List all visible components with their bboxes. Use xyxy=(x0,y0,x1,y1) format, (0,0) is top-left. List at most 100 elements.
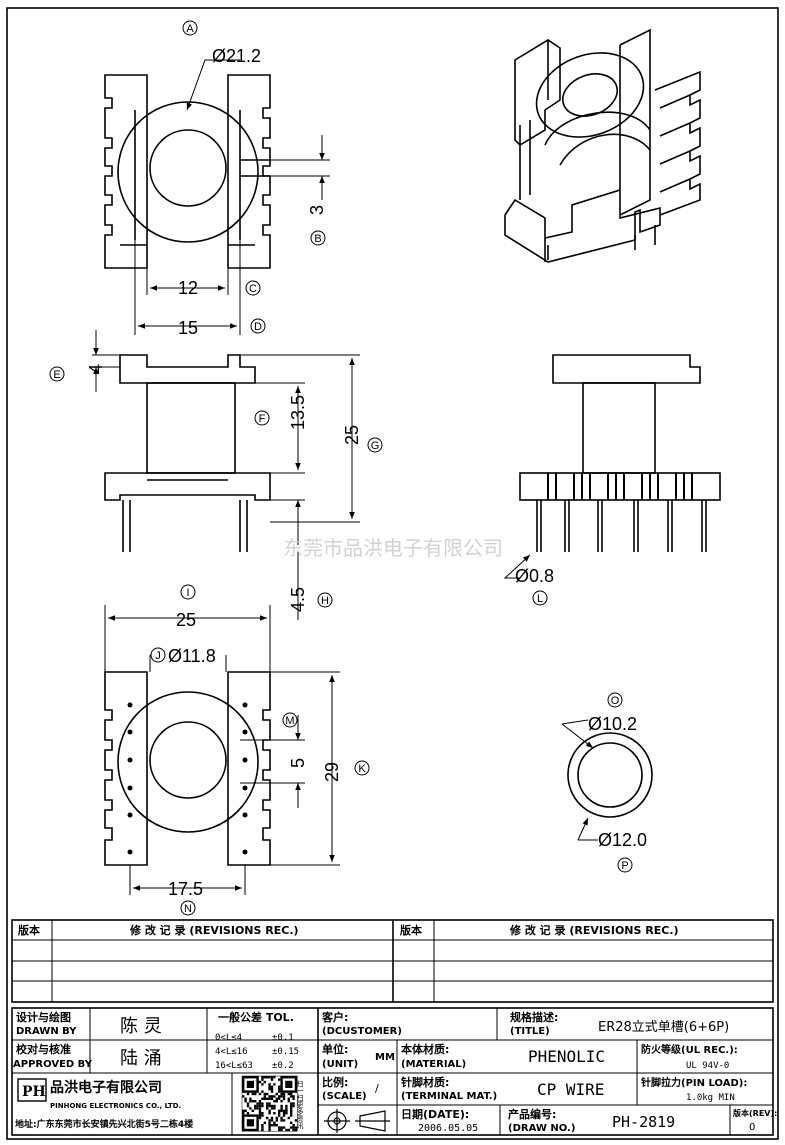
pin-dot xyxy=(242,785,248,791)
front-base xyxy=(104,472,271,501)
callout-label-n: N xyxy=(184,903,192,915)
top-core-circle xyxy=(149,129,227,207)
callout-label-o: O xyxy=(611,695,620,707)
pinload-value: 1.0kg MIN xyxy=(686,1093,735,1103)
pin-dot xyxy=(127,812,133,818)
side-bobbin-body xyxy=(582,382,656,474)
side-base xyxy=(519,472,721,501)
projection-symbol-icon xyxy=(324,1109,390,1133)
iso-front-flange xyxy=(504,188,661,263)
callout-m: M xyxy=(282,712,298,728)
qr-code xyxy=(241,1075,298,1132)
callout-k: K xyxy=(354,760,370,776)
callout-label-j: J xyxy=(155,650,161,662)
drawno-value: PH-2819 xyxy=(612,1113,675,1131)
ul-value: UL 94V-0 xyxy=(686,1061,729,1071)
title-cn: 规格描述: xyxy=(510,1010,558,1024)
scale-value: / xyxy=(375,1082,379,1095)
pin-dot xyxy=(127,729,133,735)
bottom-core-circle xyxy=(149,721,227,799)
bottom-pin-dots xyxy=(127,702,248,855)
tol-value-0: ±0.1 xyxy=(272,1033,294,1043)
pin-dot xyxy=(242,702,248,708)
ring-outer xyxy=(567,732,653,818)
callout-c: C xyxy=(245,280,261,296)
customer-cn: 客户: xyxy=(321,1010,348,1024)
rev-col-version-right: 版本 xyxy=(400,923,422,937)
dim-pin-dia: Ø0.8 xyxy=(515,566,554,586)
callout-p: P xyxy=(617,857,633,873)
callout-a: A xyxy=(182,20,198,36)
callout-o: O xyxy=(607,692,623,708)
dim-winding-h: 13.5 xyxy=(288,395,308,430)
pin-dot xyxy=(127,757,133,763)
callout-j: J xyxy=(150,647,166,663)
side-view xyxy=(503,354,721,579)
tol-title: 一般公差 TOL. xyxy=(218,1010,294,1024)
rev-col-record-left: 修 改 记 录 (REVISIONS REC.) xyxy=(129,923,299,937)
ring-inner xyxy=(577,742,643,808)
pin-dot xyxy=(127,702,133,708)
unit-cn: 单位: xyxy=(322,1042,348,1056)
pin-dot xyxy=(242,729,248,735)
ul-cn: 防火等级(UL REC.): xyxy=(641,1043,738,1056)
pinload-cn: 针脚拉力(PIN LOAD): xyxy=(641,1076,747,1089)
rev-col-record-right: 修 改 记 录 (REVISIONS REC.) xyxy=(509,923,679,937)
dim-outer-width: 15 xyxy=(178,318,198,338)
watermark: 东莞市品洪电子有限公司 xyxy=(283,536,503,560)
dim-slot: 3 xyxy=(307,205,327,215)
dim-flange-thk: 4 xyxy=(86,364,106,374)
callout-b: B xyxy=(310,230,326,246)
dim-pin-row: 17.5 xyxy=(168,879,203,899)
dim-core-dia: Ø11.8 xyxy=(168,646,216,666)
drawno-en: (DRAW NO.) xyxy=(508,1123,575,1134)
pin-dot xyxy=(127,785,133,791)
company-name: 品洪电子有限公司 xyxy=(50,1079,162,1096)
callout-h: H xyxy=(317,592,333,608)
pin-dot xyxy=(242,757,248,763)
callout-label-i: I xyxy=(186,587,189,599)
tol-range-2: 16<L≤63 xyxy=(215,1061,253,1071)
company-logo: PH xyxy=(17,1078,47,1102)
top-flange-circle xyxy=(117,101,259,243)
logo-text: PH xyxy=(22,1084,46,1100)
bottom-left-flange xyxy=(104,671,148,866)
company-address: 地址:广东东莞市长安镇先兴北街5号二栋4楼 xyxy=(15,1118,193,1130)
callout-label-h: H xyxy=(321,595,329,607)
pin-dot xyxy=(242,812,248,818)
company-name-en: PINHONG ELECTRONICS CO., LTD. xyxy=(50,1102,181,1110)
top-right-flange xyxy=(227,74,271,269)
front-top-flange xyxy=(119,354,256,384)
pin-dot xyxy=(242,849,248,855)
qr-side-text: 扫一扫更多资讯 xyxy=(296,1079,304,1130)
dim-bottom-width: 25 xyxy=(176,610,196,630)
isometric-view xyxy=(504,28,701,263)
callout-f: F xyxy=(254,410,270,426)
sheet-border xyxy=(6,7,779,1140)
scale-cn: 比例: xyxy=(322,1075,348,1089)
unit-value: MM xyxy=(375,1052,395,1063)
material-en: (MATERIAL) xyxy=(401,1059,466,1070)
callout-label-k: K xyxy=(358,763,366,775)
callout-label-b: B xyxy=(314,233,321,245)
drawn-by-cn: 设计与绘图 xyxy=(16,1010,71,1024)
callout-i: I xyxy=(180,584,196,600)
rev-cn: 版本(REV): xyxy=(732,1108,777,1118)
title-en: (TITLE) xyxy=(510,1026,550,1037)
tol-value-1: ±0.15 xyxy=(272,1047,299,1057)
callout-label-l: L xyxy=(537,593,543,605)
dim-dia-flange: Ø21.2 xyxy=(212,46,261,66)
dim-base-h: 4.5 xyxy=(288,587,308,612)
customer-en: (DCUSTOMER) xyxy=(322,1026,402,1037)
bottom-view xyxy=(104,605,340,895)
approved-by-cn: 校对与核准 xyxy=(16,1042,71,1056)
front-bobbin-body xyxy=(146,382,236,474)
top-left-flange xyxy=(104,74,148,269)
bottom-flange-circle xyxy=(117,691,259,833)
scale-en: (SCALE) xyxy=(322,1091,367,1102)
dim-total-h: 25 xyxy=(342,425,362,445)
material-value: PHENOLIC xyxy=(528,1047,605,1066)
side-top-flange xyxy=(552,354,701,384)
dim-dia-outer: Ø12.0 xyxy=(598,830,647,850)
